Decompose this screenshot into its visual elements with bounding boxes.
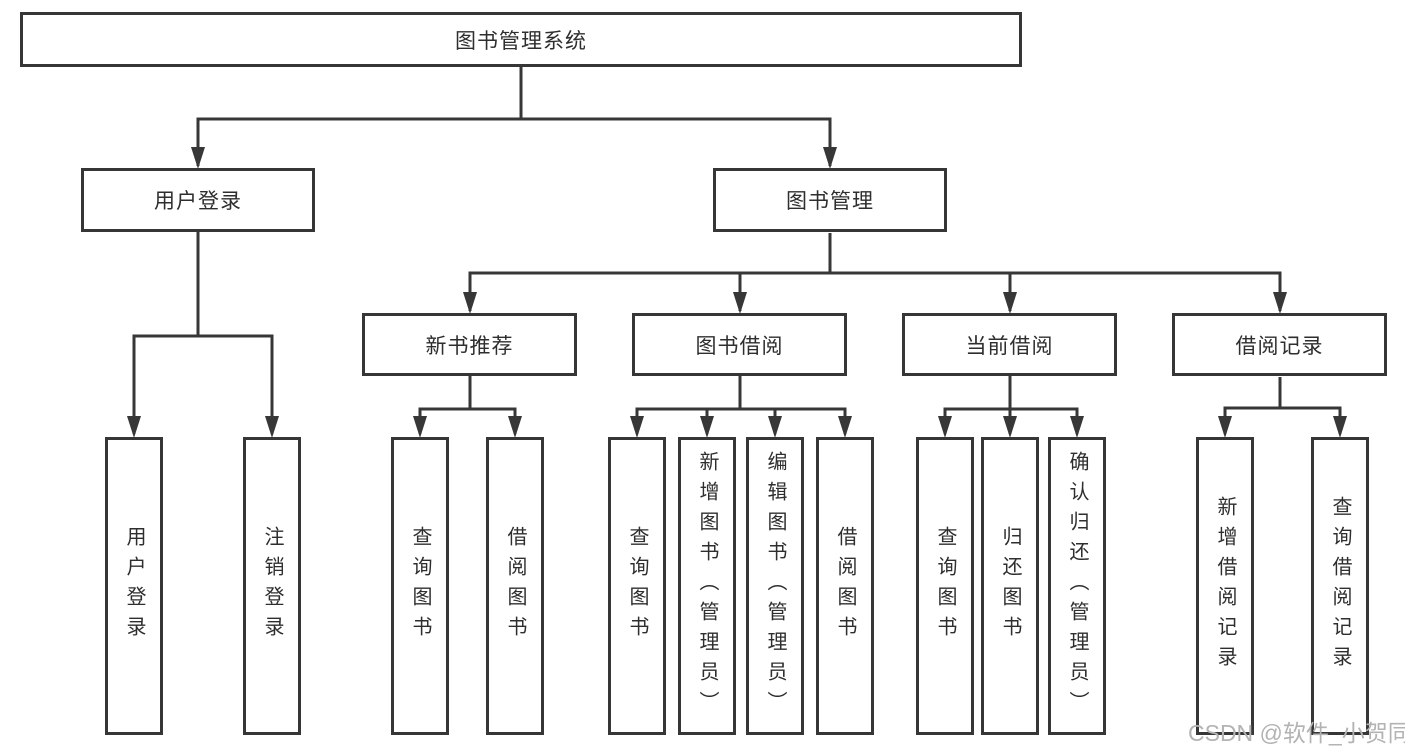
leaf-query-books-current: 查询图书 [916,437,974,735]
leaf-user-login: 用户登录 [105,437,163,735]
leaf-confirm-return-admin: 确认归还（管理员） [1048,437,1106,735]
node-new-book-recommend: 新书推荐 [362,313,577,376]
leaf-edit-books-admin: 编辑图书（管理员） [746,437,804,735]
leaf-borrow-books-recommend: 借阅图书 [486,437,544,735]
leaf-query-borrow-record: 查询借阅记录 [1311,437,1369,735]
node-borrow-record: 借阅记录 [1172,313,1387,376]
leaf-add-books-admin: 新增图书（管理员） [678,437,736,735]
leaf-query-books-recommend: 查询图书 [391,437,449,735]
node-user-login-branch: 用户登录 [81,168,315,232]
leaf-query-books-borrow: 查询图书 [608,437,666,735]
leaf-add-borrow-record: 新增借阅记录 [1196,437,1254,735]
csdn-watermark: CSDN @软件_小贺同学 [1188,720,1405,746]
node-book-management-branch: 图书管理 [713,168,947,232]
node-current-borrow: 当前借阅 [902,313,1117,376]
leaf-borrow-books: 借阅图书 [816,437,874,735]
node-book-borrow: 图书借阅 [632,313,847,376]
leaf-return-books: 归还图书 [981,437,1039,735]
node-root-system: 图书管理系统 [20,12,1022,67]
leaf-logout: 注销登录 [243,437,301,735]
